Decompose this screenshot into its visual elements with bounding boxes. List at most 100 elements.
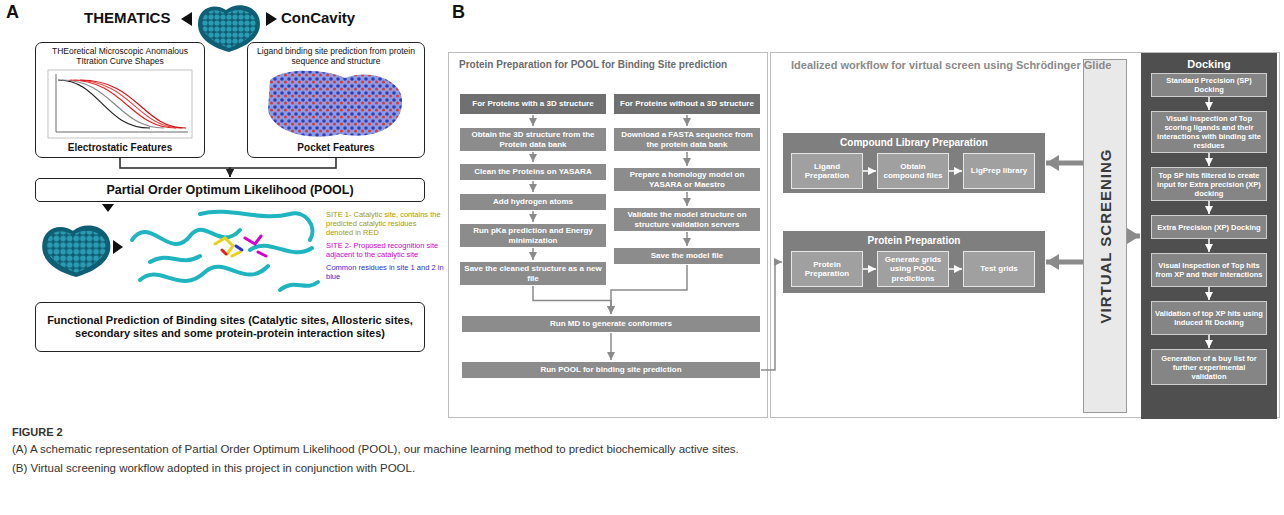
process-box: Validate the model structure on structur…	[613, 207, 761, 232]
process-box: Clean the Proteins on YASARA	[459, 163, 607, 181]
method-name: ConCavity	[281, 9, 355, 26]
node-subtitle: Pocket Features	[297, 142, 374, 154]
node-text: Ligand binding site prediction from prot…	[253, 46, 419, 66]
protein-cartoon	[132, 212, 318, 290]
protein-surface	[42, 226, 110, 277]
caption-text: (B) Virtual screening workflow adopted i…	[12, 461, 882, 476]
process-box: Save the model file	[613, 247, 761, 265]
process-box: Save the cleaned structure as a new file	[459, 261, 607, 286]
site-note: SITE 1- Catalytic site, contains the pre…	[326, 210, 444, 237]
process-box: Validation of top XP hits using Induced …	[1151, 301, 1267, 335]
pocket-image	[268, 71, 402, 137]
node-text: Generation of a buy list for further exp…	[1155, 354, 1263, 381]
process-box: Generation of a buy list for further exp…	[1151, 349, 1267, 385]
node-text: Run MD to generate conformers	[550, 319, 672, 329]
flow-arrow	[532, 181, 534, 192]
process-box: For Proteins with a 3D structure	[459, 93, 607, 115]
method-box: Ligand binding site prediction from prot…	[247, 42, 425, 158]
node-text: Visual Inspection of Top hits from XP an…	[1155, 261, 1263, 279]
process-box: For Proteins without a 3D structure	[613, 93, 761, 115]
node-text: Obtain compound files	[881, 162, 945, 181]
process-box: Visual inspection of Top scoring ligands…	[1151, 111, 1267, 153]
node-text: Download a FASTA sequence from the prote…	[618, 130, 756, 149]
node-text: Top SP hits filtered to create input for…	[1155, 171, 1263, 198]
process-box: LigPrep library	[963, 153, 1035, 189]
node-text: Clean the Proteins on YASARA	[474, 167, 591, 177]
method-box: THEoretical Microscopic Anomalous TItrat…	[35, 42, 205, 158]
caption-block: FIGURE 2 (A) A schematic representation o…	[12, 426, 882, 480]
flow-arrow	[686, 152, 688, 166]
site-note: SITE 2- Proposed recognition site adjace…	[326, 241, 444, 259]
flow-arrow	[1046, 161, 1083, 166]
flow-arrow	[761, 262, 782, 370]
flow-arrow	[532, 152, 534, 162]
node-text: VIRTUAL SCREENING	[1097, 148, 1114, 323]
site-note: Common residues in site 1 and 2 in blue	[326, 263, 444, 281]
node-text: Standard Precision (SP) Docking	[1155, 76, 1263, 94]
workflow-panel: Protein Preparation for POOL for Binding…	[448, 52, 768, 418]
process-box: Standard Precision (SP) Docking	[1151, 73, 1267, 97]
process-box: Top SP hits filtered to create input for…	[1151, 167, 1267, 201]
node-text: Save the model file	[651, 251, 723, 261]
node-subtitle: Electrostatic Features	[68, 142, 173, 154]
protein-surface	[198, 5, 260, 52]
node-text: Protein Preparation	[868, 235, 961, 246]
workflow-panel: Idealized workflow for virtual screen us…	[770, 52, 1280, 418]
flow-arrow	[532, 211, 534, 222]
caption-text: (A) A schematic representation of Partia…	[12, 442, 882, 457]
node-text: Run POOL for binding site prediction	[540, 365, 681, 375]
method-name: THEMATICS	[84, 9, 170, 26]
node-text: Functional Prediction of Binding sites (…	[46, 314, 414, 340]
process-box: Run MD to generate conformers	[461, 315, 761, 333]
node-text: THEoretical Microscopic Anomalous TItrat…	[41, 46, 199, 66]
process-box: Test grids	[963, 251, 1035, 287]
pointer-triangle	[113, 240, 123, 254]
process-box: Run POOL for binding site prediction	[461, 361, 761, 379]
node-text: Partial Order Optimum Likelihood (POOL)	[106, 183, 353, 197]
node-text: Run pKa prediction and Energy minimizati…	[464, 226, 602, 245]
node-text: Test grids	[980, 264, 1018, 274]
process-box: Obtain compound files	[877, 153, 949, 189]
flow-arrow	[686, 115, 688, 126]
panel-letter: A	[6, 2, 19, 23]
process-box: Extra Precision (XP) Docking	[1151, 215, 1267, 239]
node-text: Validate the model structure on structur…	[618, 210, 756, 229]
node-text: Protein Preparation for POOL for Binding…	[459, 59, 757, 70]
figure-caption: FIGURE 2	[12, 426, 882, 438]
stage-band: Protein PreparationProtein PreparationGe…	[783, 231, 1045, 293]
process-box: Prepare a homology model on YASARA or Ma…	[613, 167, 761, 192]
node-text: Protein Preparation	[795, 260, 859, 279]
process-box: Protein Preparation	[791, 251, 863, 287]
pointer-triangle	[181, 12, 192, 26]
node-text: Generate grids using POOL predictions	[881, 255, 945, 284]
flow-arrow	[611, 265, 687, 314]
process-box: Obtain the 3D structure from the Protein…	[459, 127, 607, 152]
result-box: Functional Prediction of Binding sites (…	[35, 302, 425, 352]
flow-arrow	[610, 333, 612, 360]
method-box: Partial Order Optimum Likelihood (POOL)	[35, 178, 425, 202]
process-box: Download a FASTA sequence from the prote…	[613, 127, 761, 152]
node-text: Obtain the 3D structure from the Protein…	[464, 130, 602, 149]
site-notes: SITE 1- Catalytic site, contains the pre…	[326, 210, 444, 281]
stage-column: DockingStandard Precision (SP) DockingVi…	[1141, 53, 1277, 419]
node-text: For Proteins without a 3D structure	[620, 99, 754, 109]
process-box: Visual Inspection of Top hits from XP an…	[1151, 253, 1267, 287]
flow-arrow	[1046, 260, 1083, 265]
node-text: Docking	[1187, 58, 1230, 70]
process-box: Ligand Preparation	[791, 153, 863, 189]
flow-arrow	[1127, 234, 1140, 239]
flow-arrow	[230, 158, 336, 177]
node-text: LigPrep library	[971, 166, 1027, 176]
node-text: Compound Library Preparation	[840, 137, 988, 148]
panel-letter: B	[452, 2, 465, 23]
process-box: Generate grids using POOL predictions	[877, 251, 949, 287]
flow-arrow	[532, 115, 534, 126]
node-text: Add hydrogen atoms	[493, 197, 573, 207]
node-text: Visual inspection of Top scoring ligands…	[1155, 114, 1263, 150]
node-text: For Proteins with a 3D structure	[472, 99, 593, 109]
stage-band: Compound Library PreparationLigand Prepa…	[783, 133, 1045, 193]
node-text: Ligand Preparation	[795, 162, 859, 181]
node-text: Validation of top XP hits using Induced …	[1155, 309, 1263, 327]
flow-arrow	[686, 192, 688, 206]
process-box: Add hydrogen atoms	[459, 193, 607, 211]
